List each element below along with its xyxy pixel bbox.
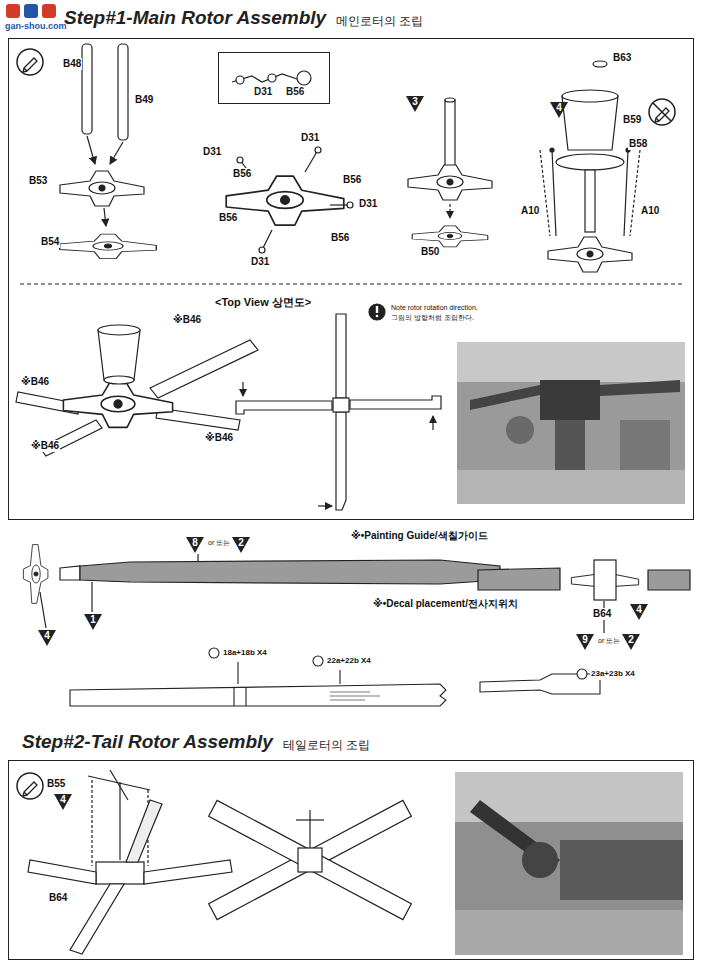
- part-label: B55: [46, 778, 66, 790]
- callout-number: 3: [406, 96, 424, 112]
- tail-rotor-art: [28, 770, 411, 954]
- panel-border: [8, 760, 694, 960]
- callout-number: 4: [630, 604, 648, 620]
- note-text: Note rotor rotation direction.: [390, 303, 479, 312]
- decal-number: 18a+18b X4: [222, 647, 268, 659]
- inset-box: D31 B56: [218, 52, 330, 104]
- step-panel: Step#1-Main Rotor Assembly메인로터의 조립D31B56: [8, 4, 694, 520]
- section-heading: ※•Painting Guide/색칠가이드: [350, 530, 489, 542]
- callout-number: 1: [84, 614, 102, 630]
- part-label: B50: [420, 246, 440, 258]
- step-heading: Step#2-Tail Rotor Assembly: [22, 731, 273, 753]
- part-label: ※B46: [204, 432, 234, 444]
- watermark: gan-shou.com: [4, 20, 68, 32]
- top-view-rotor: [236, 304, 441, 510]
- part-label: B56: [330, 232, 350, 244]
- callout-number: 4: [38, 630, 56, 646]
- step-panel: Step#2-Tail Rotor Assembly 테일로터의 조립: [8, 728, 694, 960]
- watermark-logo: [6, 4, 56, 18]
- rotor-blade-attach: [16, 325, 258, 456]
- part-label: B49: [134, 94, 154, 106]
- part-label: ※B46: [172, 314, 202, 326]
- part-label: B59: [622, 114, 642, 126]
- part-label: B56: [285, 86, 305, 97]
- glue-icons: [17, 49, 675, 799]
- note-text: 그림의 방향처럼 조립한다.: [390, 313, 475, 322]
- part-label: B48: [62, 58, 82, 70]
- decal-number: 22a+22b X4: [326, 655, 372, 667]
- part-label: B64: [48, 892, 68, 904]
- callout-number: 2: [622, 634, 640, 650]
- part-label: D31: [358, 198, 378, 210]
- part-label: B54: [40, 236, 60, 248]
- part-label: ※B46: [30, 440, 60, 452]
- divider-line: [20, 284, 684, 285]
- tail-photo: [455, 772, 683, 955]
- step-heading: Step#1-Main Rotor Assembly: [64, 7, 326, 29]
- korean-heading: 메인로터의 조립: [336, 13, 423, 30]
- part-label: B63: [612, 52, 632, 64]
- callout-number: 8: [186, 537, 204, 553]
- callout-number: 4: [550, 102, 568, 118]
- part-label: D31: [300, 132, 320, 144]
- callout-number: 4: [54, 794, 72, 810]
- part-label: B64: [592, 608, 612, 620]
- part-label: B56: [232, 168, 252, 180]
- callout-number: 9: [576, 634, 594, 650]
- part-label: B53: [28, 175, 48, 187]
- korean-heading: 테일로터의 조립: [283, 737, 370, 754]
- part-label: D31: [202, 146, 222, 158]
- callout-number: 2: [232, 537, 250, 553]
- decal-guide-art: [70, 648, 600, 706]
- section-heading: ※•Decal placement/전사지위치: [372, 598, 519, 610]
- part-label: D31: [253, 86, 273, 97]
- part-label: D31: [250, 256, 270, 268]
- part-label: B56: [342, 174, 362, 186]
- part-label: A10: [520, 205, 540, 217]
- note-text: or 또는: [597, 636, 621, 645]
- panel-border: [8, 38, 694, 520]
- part-label: A10: [640, 205, 660, 217]
- rotor-parts-step1: [60, 44, 640, 272]
- painting-guide-art: [23, 545, 690, 633]
- view-heading: <Top View 상면도>: [214, 296, 312, 308]
- note-text: or 또는: [207, 538, 231, 547]
- reference-photo: [457, 342, 685, 504]
- part-label: ※B46: [20, 376, 50, 388]
- part-label: B58: [628, 138, 648, 150]
- decal-number: 23a+23b X4: [590, 668, 636, 680]
- part-label: B56: [218, 212, 238, 224]
